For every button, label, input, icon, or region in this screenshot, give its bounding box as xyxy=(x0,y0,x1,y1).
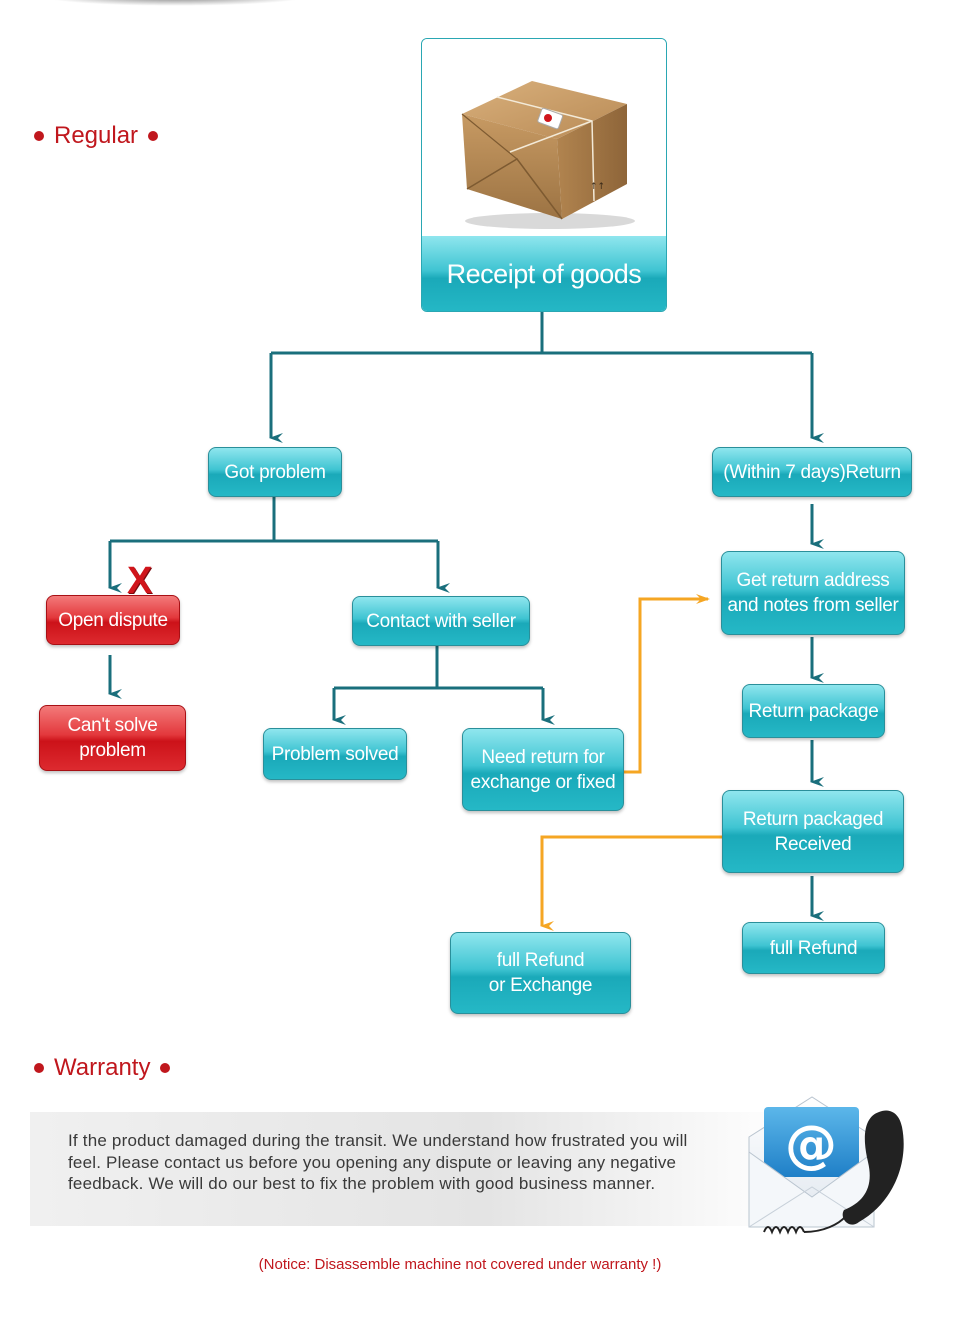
open-dispute-node: Open dispute xyxy=(46,595,180,645)
contact-seller-node: Contact with seller xyxy=(352,596,530,646)
return-package-node: Return package xyxy=(742,684,885,738)
full-refund-label: full Refund xyxy=(769,937,858,959)
warranty-band xyxy=(30,1112,790,1226)
connector-received-to-exchange xyxy=(540,835,722,931)
get-address-line-2: and notes from seller xyxy=(727,595,899,616)
section-title-warranty: Warranty xyxy=(34,1054,171,1082)
return-within-node: (Within 7 days)Return xyxy=(712,447,912,497)
contact-illustration: @ xyxy=(744,1092,914,1247)
cant-solve-node: Can't solve problem xyxy=(39,705,186,771)
need-return-line-1: Need return for xyxy=(481,746,605,768)
x-mark-icon: X xyxy=(127,560,153,602)
open-dispute-label: Open dispute xyxy=(58,609,168,631)
section-title-warranty-label: Warranty xyxy=(54,1054,151,1081)
bullet-dot xyxy=(34,131,44,141)
section-title-regular-label: Regular xyxy=(54,122,139,149)
warranty-text: If the product damaged during the transi… xyxy=(68,1131,688,1193)
connector-need-return-to-address xyxy=(624,594,710,774)
receipt-of-goods-label: Receipt of goods xyxy=(422,236,666,311)
bullet-dot xyxy=(148,131,159,141)
contact-seller-label: Contact with seller xyxy=(366,610,516,632)
return-received-line-1: Return packaged xyxy=(742,808,884,830)
cant-solve-line-1: Can't solve xyxy=(67,715,158,736)
svg-text:@: @ xyxy=(785,1115,837,1175)
got-problem-label: Got problem xyxy=(224,461,326,483)
got-problem-node: Got problem xyxy=(208,447,342,497)
need-return-line-2: exchange or fixed xyxy=(470,771,616,793)
section-title-regular: Regular xyxy=(34,122,159,150)
email-icon: @ xyxy=(748,1096,904,1235)
return-received-line-2: Received xyxy=(774,833,852,855)
bullet-dot xyxy=(160,1063,171,1073)
get-address-node: Get return address and notes from seller xyxy=(721,551,905,635)
return-received-node: Return packaged Received xyxy=(722,790,904,873)
svg-text:↑↑: ↑↑ xyxy=(590,182,605,192)
notice-text: (Notice: Disassemble machine not covered… xyxy=(258,1256,662,1273)
full-refund-node: full Refund xyxy=(742,922,885,974)
package-icon: ↑↑ xyxy=(461,81,635,229)
need-return-node: Need return for exchange or fixed xyxy=(462,728,624,811)
refund-exchange-line-1: full Refund xyxy=(496,950,585,971)
return-package-label: Return package xyxy=(748,700,879,722)
refund-exchange-line-2: or Exchange xyxy=(488,975,593,996)
bullet-dot xyxy=(34,1063,44,1073)
return-within-label: (Within 7 days)Return xyxy=(723,461,901,483)
problem-solved-label: Problem solved xyxy=(271,743,399,765)
problem-solved-node: Problem solved xyxy=(263,728,407,780)
telephone-icon xyxy=(763,1110,904,1235)
get-address-line-1: Get return address xyxy=(736,570,890,591)
receipt-of-goods-node: ↑↑ Receipt of goods xyxy=(421,38,667,312)
cant-solve-line-2: problem xyxy=(79,740,146,761)
refund-exchange-node: full Refund or Exchange xyxy=(450,932,631,1014)
package-image: ↑↑ xyxy=(422,39,666,236)
top-shadow xyxy=(40,0,310,6)
